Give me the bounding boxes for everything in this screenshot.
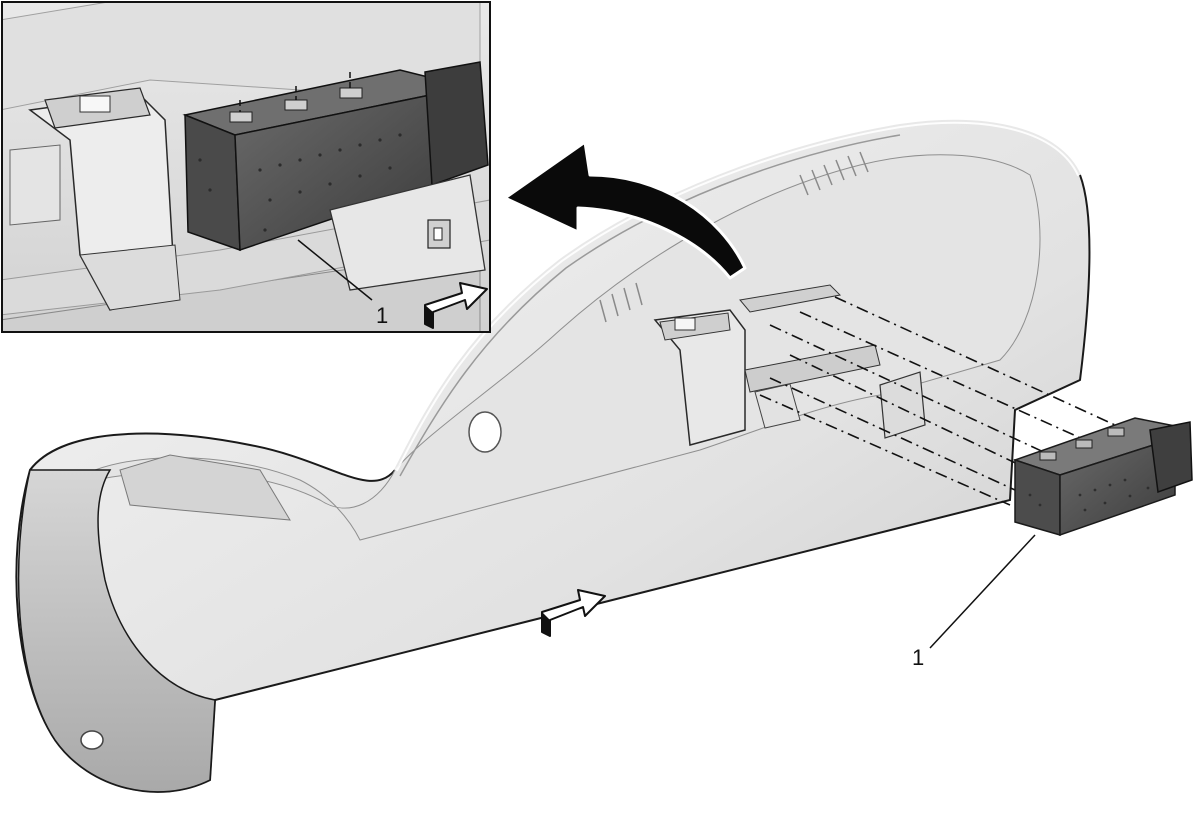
- alignment-guide-lines: [759, 296, 1116, 506]
- seat-module-exploded: [1012, 417, 1193, 537]
- curved-removal-arrow-icon: [503, 140, 747, 280]
- callout-label-main: 1: [912, 645, 924, 670]
- inset-module-connector: [424, 61, 489, 187]
- panel-ribs: [599, 151, 869, 323]
- callout-leader-inset: [297, 239, 373, 301]
- callout-leader-main: [929, 534, 1036, 649]
- trim-panel-upper-rim: [392, 117, 1083, 472]
- detail-inset: 1: [1, 1, 491, 333]
- front-cavity-bracket: [119, 454, 291, 521]
- front-end-hole: [80, 730, 104, 750]
- inset-module-front: [184, 113, 241, 252]
- forward-direction-arrow-icon: [541, 589, 606, 637]
- panel-mounting-hole: [468, 411, 502, 453]
- trim-panel-front-end: [17, 469, 216, 793]
- inset-forward-direction-arrow-icon: [424, 282, 488, 329]
- module-mounting-bracket: [653, 284, 926, 446]
- callout-label-inset: 1: [376, 303, 388, 328]
- trim-panel-inner-cavity: [94, 154, 1041, 541]
